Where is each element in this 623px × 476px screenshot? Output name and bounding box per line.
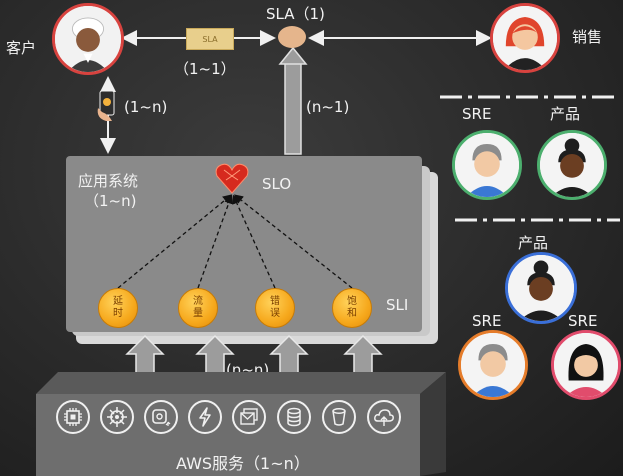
customer-sla-cardinality: （1~1）	[174, 60, 236, 78]
group2-product-avatar	[505, 252, 577, 324]
lambda-icon	[188, 400, 222, 434]
group1-sre-avatar	[452, 130, 522, 200]
bucket-icon	[322, 400, 356, 434]
sales-avatar	[490, 3, 560, 73]
group2-sre-label-right: SRE	[568, 312, 598, 330]
aws-title: AWS服务（1~n）	[176, 454, 310, 473]
group2-sre-label-left: SRE	[472, 312, 502, 330]
sales-label: 销售	[572, 28, 603, 46]
cloud-function-icon	[367, 400, 401, 434]
slo-sla-cardinality: (n~1)	[306, 98, 350, 116]
customer-label: 客户	[6, 39, 37, 57]
sli-coin-latency: 延 时	[98, 288, 138, 328]
chip-icon	[56, 400, 90, 434]
sli-coin-errors: 错 误	[255, 288, 295, 328]
database-icon	[277, 400, 311, 434]
slo-sla-head	[278, 46, 308, 65]
slo-sla-shaft	[284, 61, 302, 155]
slo-heart-icon	[214, 162, 250, 194]
sla-label: SLA（1)	[266, 5, 325, 23]
sli-coin-traffic: 流 量	[178, 288, 218, 328]
layers-icon	[232, 400, 266, 434]
aws-link-cardinality: (n~n)	[226, 361, 270, 379]
group2-product-label: 产品	[518, 234, 549, 252]
app-system-title: 应用系统	[78, 172, 139, 190]
sla-node	[278, 26, 306, 48]
group2-sre-avatar-right	[551, 330, 621, 400]
sli-coin-saturation: 饱 和	[332, 288, 372, 328]
customer-avatar	[52, 3, 124, 75]
group2-sre-avatar-left	[458, 330, 528, 400]
group1-sre-label: SRE	[462, 105, 492, 123]
group1-product-avatar	[537, 130, 607, 200]
container-icon	[144, 400, 178, 434]
customer-app-cardinality: (1~n)	[124, 98, 168, 116]
sla-document-icon: SLA	[186, 28, 234, 50]
helm-icon	[100, 400, 134, 434]
sli-label: SLI	[386, 296, 409, 314]
slo-label: SLO	[262, 175, 292, 193]
group1-product-label: 产品	[550, 105, 581, 123]
app-system-cardinality: （1~n)	[84, 192, 137, 210]
phone-icon	[96, 90, 118, 122]
